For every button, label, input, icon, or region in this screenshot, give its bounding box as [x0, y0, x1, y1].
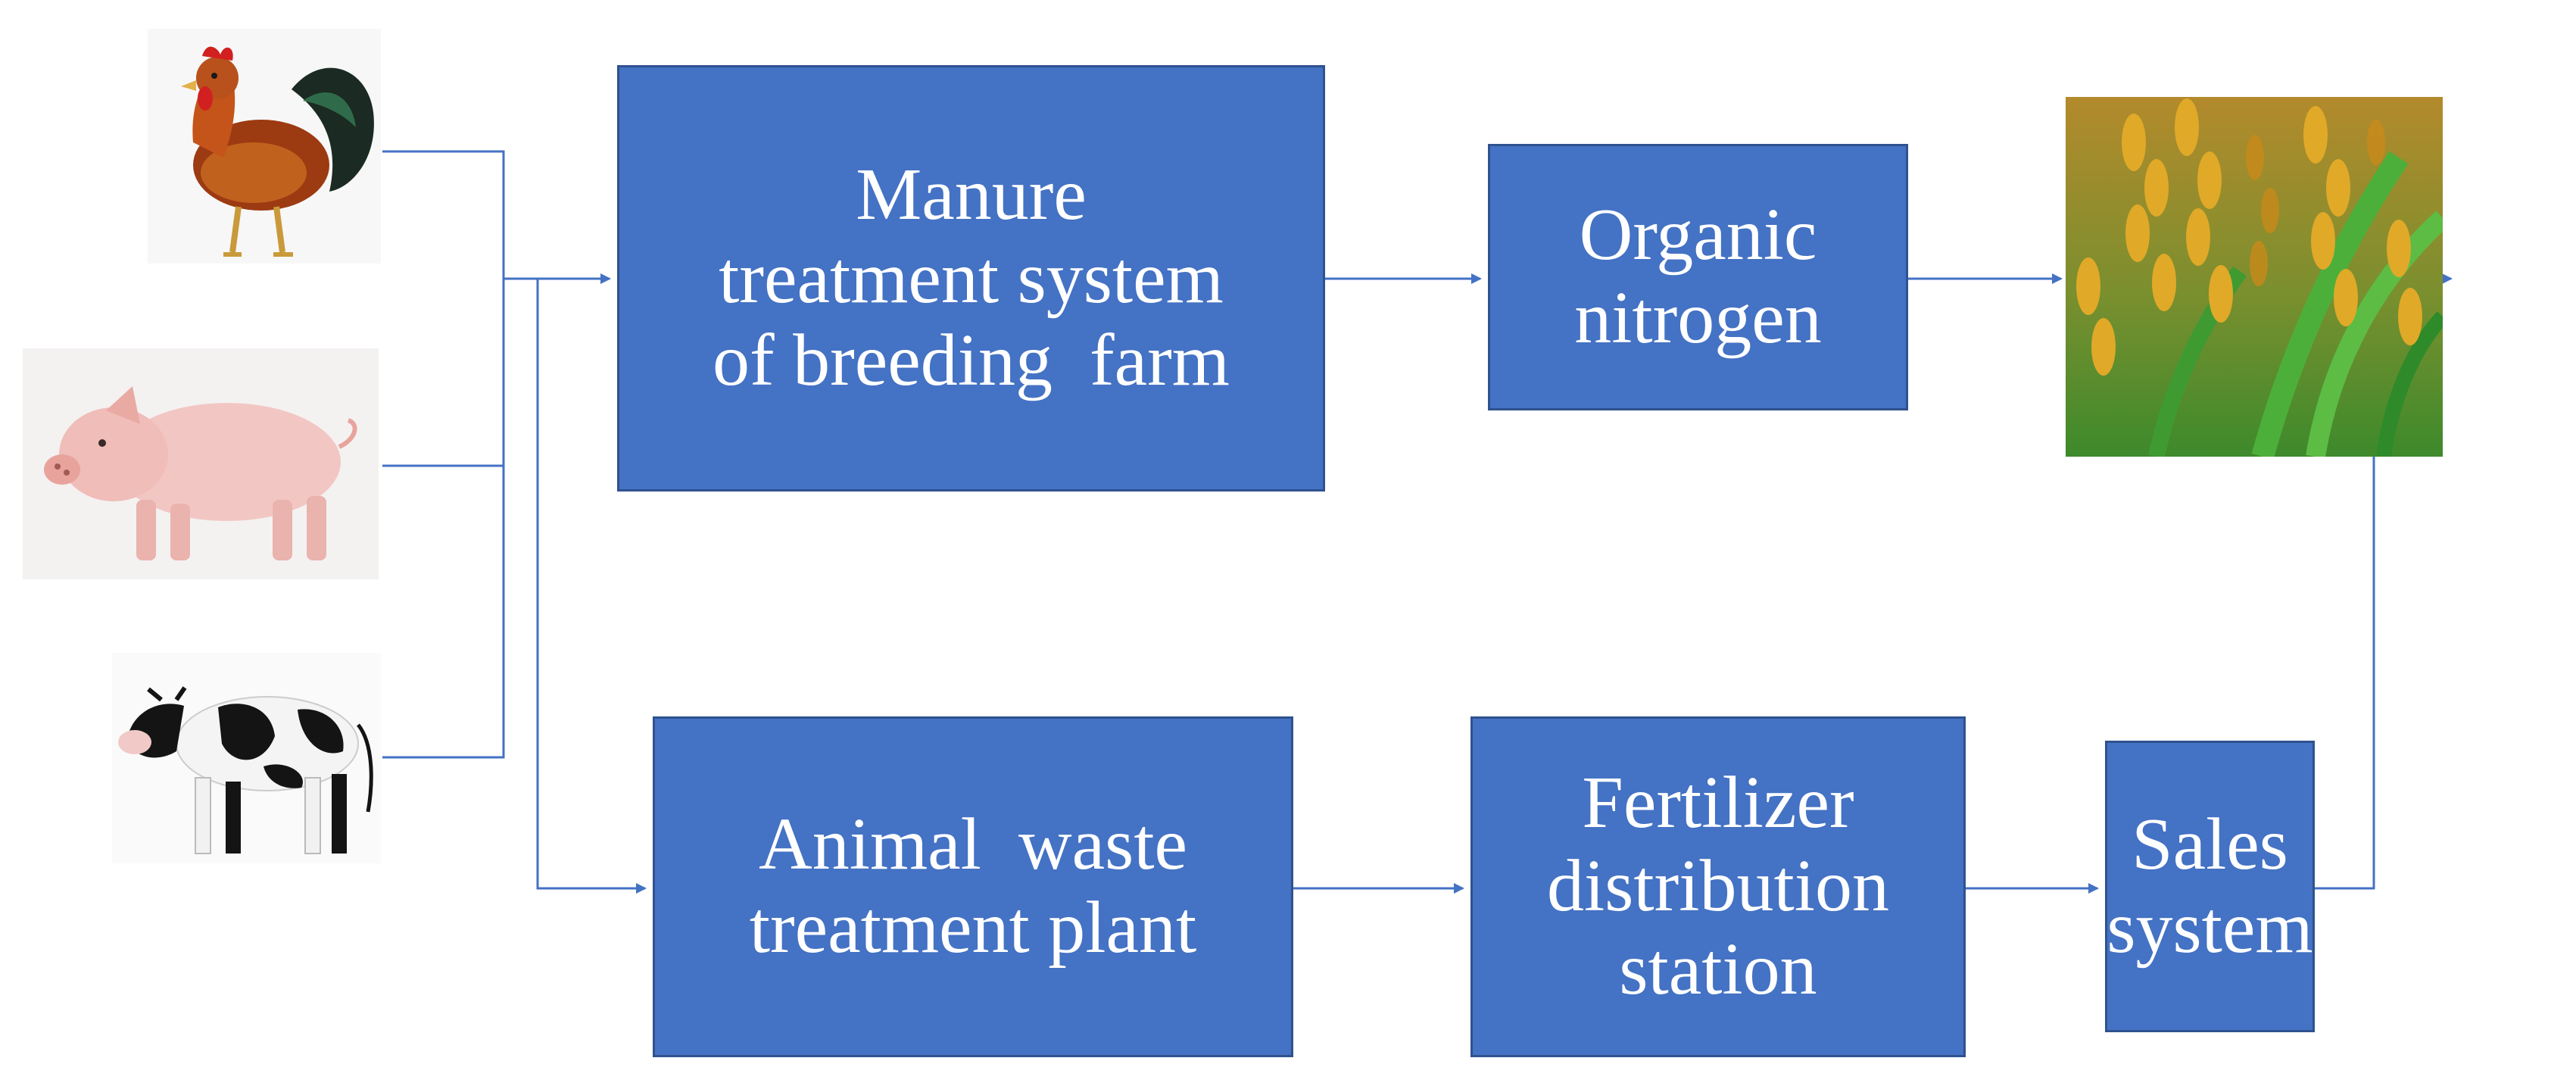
animal-line-1: Animal waste: [758, 804, 1188, 886]
manure-treatment-box: Manure treatment system of breeding farm: [617, 65, 1325, 492]
cow-photo: [112, 653, 381, 863]
fertilizer-line-3: station: [1619, 928, 1817, 1010]
organic-line-2: nitrogen: [1574, 277, 1822, 359]
fertilizer-line-2: distribution: [1547, 845, 1889, 928]
fertilizer-distribution-box: Fertilizer distribution station: [1470, 716, 1966, 1057]
animal-line-2: treatment plant: [749, 887, 1197, 969]
sales-system-box: Sales system: [2105, 741, 2315, 1032]
pig-photo: [23, 348, 379, 579]
sales-line-1: Sales: [2132, 803, 2288, 885]
manure-line-2: treatment system: [719, 236, 1224, 319]
rice-photo: [2066, 97, 2443, 457]
connector-cow: [382, 279, 505, 759]
organic-line-1: Organic: [1579, 194, 1817, 276]
connector-pig: [382, 279, 505, 467]
animal-waste-box: Animal waste treatment plant: [653, 716, 1293, 1057]
arrow-to-animal-waste: [536, 279, 647, 894]
organic-nitrogen-box: Organic nitrogen: [1488, 144, 1908, 410]
fertilizer-line-1: Fertilizer: [1582, 762, 1854, 844]
manure-line-3: of breeding farm: [713, 320, 1230, 402]
connector-rooster: [382, 150, 505, 279]
manure-line-1: Manure: [856, 153, 1087, 236]
sales-line-2: system: [2107, 886, 2313, 969]
rooster-photo: [148, 29, 381, 264]
